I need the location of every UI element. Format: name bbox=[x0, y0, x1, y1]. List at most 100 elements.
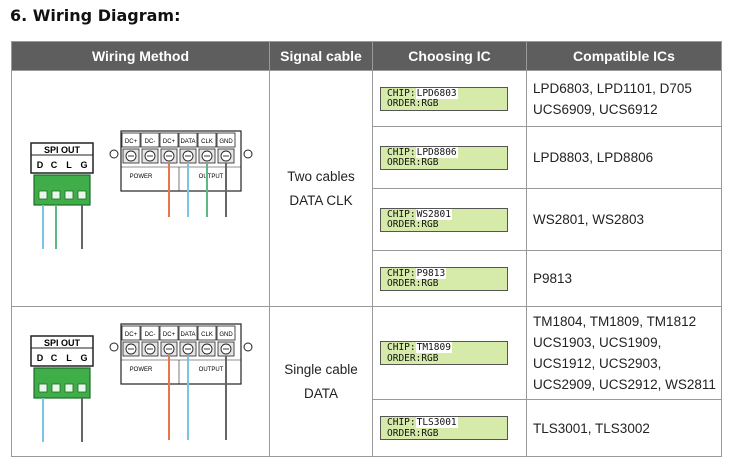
power-label: POWER bbox=[129, 367, 152, 373]
lcd-order-label: ORDER: bbox=[387, 98, 422, 109]
terminal-label: DC+ bbox=[162, 332, 175, 338]
compatible-ics-cell: P9813 bbox=[526, 250, 722, 307]
lcd-order-label: ORDER: bbox=[387, 219, 422, 230]
lcd-order-value: RGB bbox=[421, 427, 439, 439]
spi-pin-label: L bbox=[66, 353, 72, 363]
lcd-chip-label: CHIP: bbox=[387, 342, 416, 353]
spi-pin-label: G bbox=[80, 160, 87, 170]
lcd-order-value: RGB bbox=[421, 352, 439, 364]
compatible-ic-line: UCS2909, UCS2912, WS2811 bbox=[533, 377, 716, 392]
section-heading: 6. Wiring Diagram: bbox=[10, 6, 181, 25]
signal-cable-text: DATA CLK bbox=[289, 192, 353, 208]
compatible-ics-cell: WS2801, WS2803 bbox=[526, 188, 722, 251]
spi-pin-label: D bbox=[36, 160, 43, 170]
lcd-order-line: ORDER:RGB bbox=[387, 157, 507, 169]
lcd-order-value: RGB bbox=[421, 157, 439, 168]
lcd-chip-line: CHIP:TLS3001 bbox=[387, 417, 507, 429]
lcd-order-line: ORDER:RGB bbox=[387, 219, 507, 231]
header-compatible-ics: Compatible ICs bbox=[526, 41, 722, 71]
lcd-chip-line: CHIP:WS2801 bbox=[387, 208, 507, 221]
lcd-order-line: ORDER:RGB bbox=[387, 98, 507, 110]
header-wiring-method: Wiring Method bbox=[11, 41, 270, 71]
terminal-label: DC+ bbox=[162, 139, 175, 145]
lcd-order-line: ORDER:RGB bbox=[387, 278, 507, 290]
lcd-chip-label: CHIP: bbox=[387, 208, 416, 220]
output-label: OUTPUT bbox=[198, 174, 223, 180]
lcd-order-value: RGB bbox=[421, 219, 439, 230]
lcd-order-line: ORDER:RGB bbox=[387, 352, 507, 365]
signal-cable-text: Two cables bbox=[287, 168, 355, 184]
lcd-chip-label: CHIP: bbox=[387, 146, 416, 158]
compatible-ic-line: WS2801, WS2803 bbox=[533, 212, 645, 227]
lcd-order-label: ORDER: bbox=[387, 352, 422, 364]
terminal-label: DATA bbox=[180, 139, 195, 145]
header-signal-cable: Signal cable bbox=[269, 41, 373, 71]
compatible-ic-line: UCS1903, UCS1909, bbox=[533, 335, 662, 350]
terminal-label: CLK bbox=[201, 139, 213, 145]
terminal-label: DC+ bbox=[124, 332, 137, 338]
terminal-label: GND bbox=[219, 332, 233, 338]
lcd-chip-value: LPD8806 bbox=[415, 146, 458, 158]
compatible-ic-line: LPD8803, LPD8806 bbox=[533, 150, 654, 165]
compatible-ic-line: P9813 bbox=[533, 271, 573, 286]
table-header-row: Wiring Method Signal cable Choosing IC C… bbox=[11, 41, 722, 71]
lcd-chip-line: CHIP:LPD6803 bbox=[387, 87, 507, 100]
output-label: OUTPUT bbox=[198, 367, 223, 373]
terminal-label: DC+ bbox=[124, 139, 137, 145]
spi-pin-label: D bbox=[36, 353, 43, 363]
compatible-ic-line: TM1804, TM1809, TM1812 bbox=[533, 314, 697, 329]
terminal-label: CLK bbox=[201, 332, 213, 338]
spi-pin-label: C bbox=[50, 353, 57, 363]
terminal-label: DC- bbox=[144, 332, 155, 338]
lcd-chip-line: CHIP:P9813 bbox=[387, 267, 507, 280]
lcd-chip-value: TM1809 bbox=[415, 342, 452, 353]
lcd-order-value: RGB bbox=[421, 278, 439, 289]
lcd-chip-label: CHIP: bbox=[387, 417, 416, 428]
header-choosing-ic: Choosing IC bbox=[372, 41, 527, 71]
lcd-chip-line: CHIP:LPD8806 bbox=[387, 146, 507, 159]
signal-cable-text: DATA bbox=[303, 385, 338, 401]
terminal-label: DATA bbox=[180, 332, 195, 338]
lcd-chip-value: LPD6803 bbox=[415, 87, 458, 99]
power-label: POWER bbox=[129, 174, 152, 180]
lcd-chip-value: TLS3001 bbox=[415, 417, 458, 428]
compatible-ic-line: UCS1912, UCS2903, bbox=[533, 356, 662, 371]
lcd-order-label: ORDER: bbox=[387, 278, 422, 289]
compatible-ics-cell: TLS3001, TLS3002 bbox=[526, 399, 722, 457]
spi-connector-block bbox=[32, 174, 91, 206]
terminal-label: GND bbox=[219, 139, 233, 145]
compatible-ic-line: UCS6909, UCS6912 bbox=[533, 101, 658, 117]
spi-pin-label: C bbox=[50, 160, 57, 170]
lcd-order-line: ORDER:RGB bbox=[387, 427, 507, 440]
spi-out-label: SPI OUT bbox=[43, 338, 80, 348]
spi-out-label: SPI OUT bbox=[43, 145, 80, 155]
spi-pin-label: L bbox=[66, 160, 72, 170]
lcd-chip-line: CHIP:TM1809 bbox=[387, 342, 507, 354]
compatible-ic-line: TLS3001, TLS3002 bbox=[533, 420, 650, 436]
spi-pin-label: G bbox=[80, 353, 87, 363]
lcd-order-label: ORDER: bbox=[387, 157, 422, 168]
